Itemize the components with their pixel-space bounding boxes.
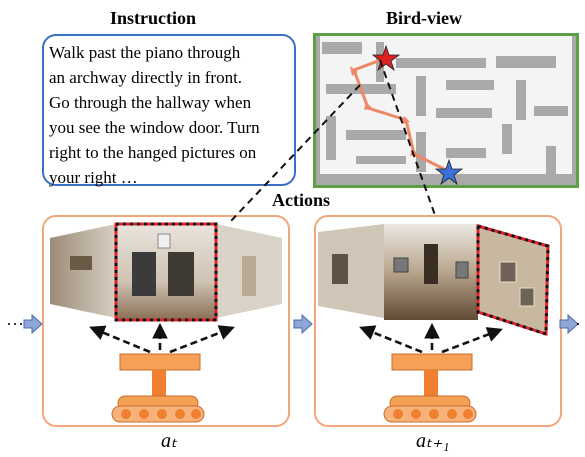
svg-text:·: · [575,314,581,334]
instruction-box: Walk past the piano through an archway d… [42,34,296,187]
instruction-line: Go through the hallway when [49,93,252,112]
goal-star-icon [434,158,464,186]
instruction-line: an archway directly in front. [49,68,243,87]
instruction-line: you see the window door. Turn [49,118,260,137]
action-panel-t [42,215,290,427]
arrow-icon [23,313,43,335]
action-panel-t1 [314,215,562,427]
bird-view-map [313,33,579,188]
instruction-line: Walk past the piano through [49,43,241,62]
arrow-icon [559,313,579,335]
instruction-title: Instruction [110,8,197,28]
instruction-line: right to the hanged pictures on [49,143,257,162]
floorplan [316,36,576,186]
actions-title: Actions [272,190,330,210]
instruction-line: your right … [49,168,138,187]
action-label-t1: aₜ₊₁ [416,430,450,452]
svg-text:···: ··· [6,314,24,334]
arrow-icon [293,313,313,335]
action-label-t: aₜ [161,430,177,452]
bird-view-title: Bird-view [386,8,462,28]
